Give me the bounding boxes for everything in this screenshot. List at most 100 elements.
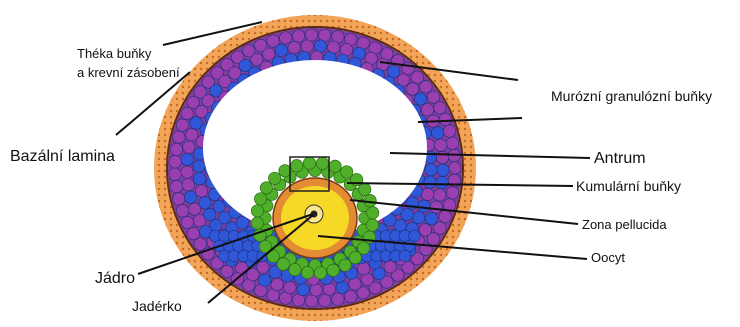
- granulosa-cell: [221, 265, 233, 277]
- granulosa-cell: [425, 213, 437, 225]
- granulosa-cell: [176, 119, 188, 131]
- granulosa-cell: [271, 278, 283, 290]
- granulosa-cell: [306, 295, 318, 307]
- granulosa-cell: [443, 125, 455, 137]
- granulosa-cell: [413, 212, 425, 224]
- label-zona: Zona pellucida: [582, 218, 667, 233]
- cumulus-cell: [289, 264, 301, 276]
- cumulus-cell: [269, 172, 281, 184]
- granulosa-cell: [170, 143, 182, 155]
- granulosa-cell: [406, 83, 418, 95]
- cumulus-cell: [301, 266, 313, 278]
- cumulus-cell: [327, 264, 339, 276]
- granulosa-cell: [182, 179, 194, 191]
- granulosa-cell: [236, 217, 248, 229]
- granulosa-cell: [439, 211, 451, 223]
- granulosa-cell: [437, 164, 449, 176]
- cumulus-cell: [341, 166, 353, 178]
- granulosa-cell: [319, 295, 331, 307]
- cumulus-cell: [254, 193, 266, 205]
- granulosa-cell: [436, 176, 448, 188]
- granulosa-cell: [418, 200, 430, 212]
- granulosa-cell: [434, 189, 446, 201]
- granulosa-cell: [446, 187, 458, 199]
- granulosa-cell: [384, 261, 396, 273]
- granulosa-cell: [306, 29, 318, 41]
- cumulus-cell: [316, 157, 328, 169]
- granulosa-cell: [173, 193, 185, 205]
- granulosa-cell: [194, 238, 206, 250]
- granulosa-cell: [288, 41, 300, 53]
- granulosa-cell: [434, 102, 446, 114]
- granulosa-cell: [421, 104, 433, 116]
- granulosa-cell: [176, 205, 188, 217]
- granulosa-cell: [399, 250, 411, 262]
- granulosa-cell: [422, 188, 434, 200]
- label-nucleolus: Jadérko: [132, 298, 182, 314]
- granulosa-cell: [280, 32, 292, 44]
- granulosa-cell: [193, 173, 205, 185]
- cumulus-cell: [314, 267, 326, 279]
- cumulus-cell: [359, 183, 371, 195]
- granulosa-cell: [420, 81, 432, 93]
- label-nucleus: Jádro: [95, 270, 135, 288]
- label-theca-1: Théka buňky: [77, 47, 151, 62]
- granulosa-cell: [195, 185, 207, 197]
- granulosa-cell: [284, 281, 296, 293]
- granulosa-cell: [414, 93, 426, 105]
- cumulus-cell: [291, 160, 303, 172]
- cumulus-cell: [367, 207, 379, 219]
- label-oocyte: Oocyt: [591, 251, 625, 266]
- granulosa-cell: [181, 153, 193, 165]
- granulosa-cell: [297, 283, 309, 295]
- granulosa-cell: [430, 201, 442, 213]
- label-cumulus: Kumulární buňky: [576, 178, 681, 194]
- granulosa-cell: [358, 263, 370, 275]
- cumulus-cell: [303, 157, 315, 169]
- granulosa-cell: [446, 137, 458, 149]
- cumulus-cell: [329, 160, 341, 172]
- cumulus-cell: [277, 258, 289, 270]
- granulosa-cell: [259, 274, 271, 286]
- granulosa-cell: [181, 166, 193, 178]
- granulosa-cell: [332, 293, 344, 305]
- granulosa-cell: [170, 180, 182, 192]
- label-basal-lamina: Bazální lamina: [10, 148, 115, 166]
- granulosa-cell: [427, 91, 439, 103]
- granulosa-cell: [431, 127, 443, 139]
- granulosa-cell: [301, 40, 313, 52]
- granulosa-cell: [193, 160, 205, 172]
- cumulus-cell: [251, 217, 263, 229]
- granulosa-cell: [419, 224, 431, 236]
- label-theca-2: a krevní zásobení: [77, 66, 180, 81]
- granulosa-cell: [275, 44, 287, 56]
- granulosa-cell: [439, 113, 451, 125]
- granulosa-cell: [181, 107, 193, 119]
- granulosa-cell: [173, 131, 185, 143]
- granulosa-cell: [425, 164, 437, 176]
- granulosa-cell: [424, 176, 436, 188]
- granulosa-cell: [247, 269, 259, 281]
- granulosa-cell: [436, 151, 448, 163]
- label-mural-granulosa: Murózní granulózní buňky: [551, 88, 712, 104]
- cumulus-cell: [251, 205, 263, 217]
- granulosa-cell: [292, 30, 304, 42]
- granulosa-cell: [185, 191, 197, 203]
- granulosa-cell: [411, 71, 423, 83]
- granulosa-cell: [397, 74, 409, 86]
- cumulus-cell: [349, 251, 361, 263]
- granulosa-cell: [263, 48, 275, 60]
- granulosa-cell: [449, 162, 461, 174]
- granulosa-cell: [435, 139, 447, 151]
- granulosa-cell: [310, 284, 322, 296]
- granulosa-cell: [183, 141, 195, 153]
- granulosa-cell: [169, 156, 181, 168]
- cumulus-cell: [339, 259, 351, 271]
- granulosa-cell: [434, 222, 446, 234]
- granulosa-cell: [181, 216, 193, 228]
- label-antrum: Antrum: [594, 150, 646, 168]
- granulosa-cell: [199, 197, 211, 209]
- cumulus-cell: [366, 219, 378, 231]
- granulosa-cell: [314, 40, 326, 52]
- granulosa-cell: [169, 168, 181, 180]
